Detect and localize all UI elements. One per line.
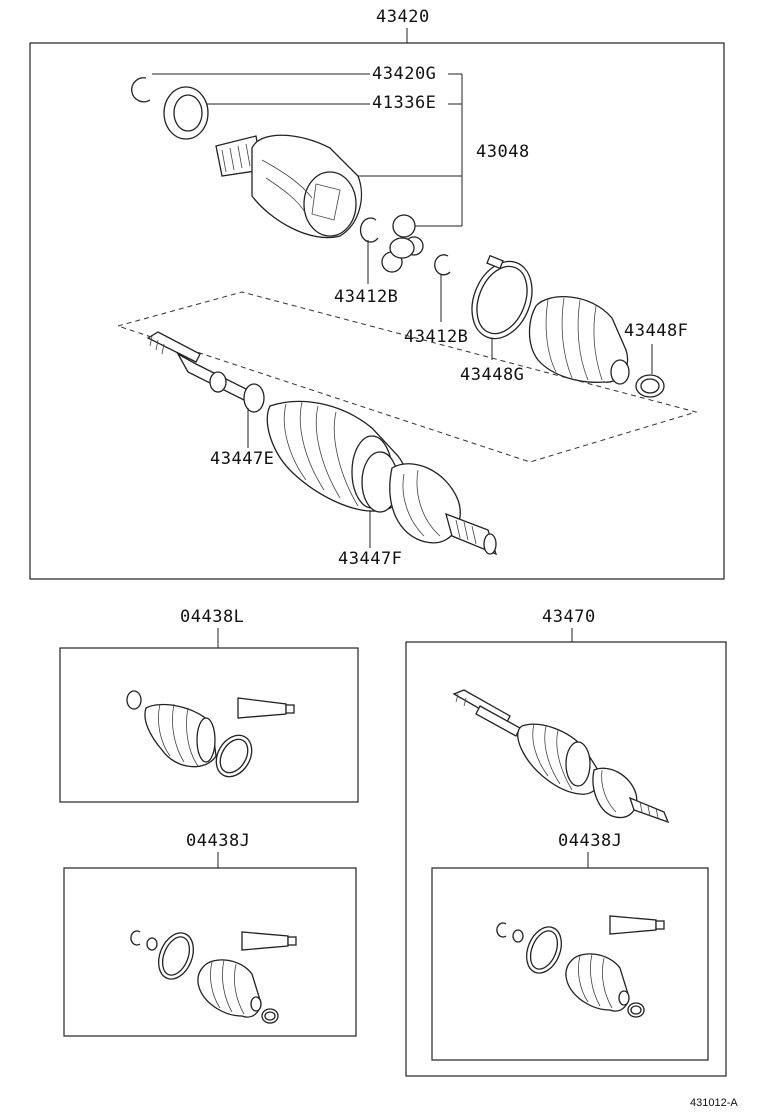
callout-41336e: 41336E bbox=[372, 93, 436, 113]
label-04438j-left: 04438J bbox=[186, 831, 250, 851]
label-04438j-right: 04438J bbox=[558, 831, 622, 851]
snap-ring-43412b-right[interactable] bbox=[434, 254, 451, 322]
callout-43412b-right: 43412B bbox=[404, 327, 468, 347]
callout-43420g: 43420G bbox=[372, 64, 436, 84]
callout-43412b-left: 43412B bbox=[334, 287, 398, 307]
kit-j-left-boot[interactable] bbox=[197, 959, 262, 1018]
kit-j-left-small-clamp[interactable] bbox=[261, 1008, 279, 1024]
kit-04438j-left-group: 04438J bbox=[63, 831, 357, 1037]
kit-j-left-snap-ring[interactable] bbox=[130, 930, 158, 951]
figure-code: 431012-A bbox=[690, 1097, 738, 1109]
callout-43448g: 43448G bbox=[460, 365, 524, 385]
label-43470: 43470 bbox=[542, 607, 596, 627]
outboard-boot[interactable] bbox=[266, 400, 408, 513]
kit-j-right-boot[interactable] bbox=[565, 953, 630, 1012]
snap-ring-43420g[interactable] bbox=[131, 73, 370, 103]
inboard-joint-housing[interactable] bbox=[215, 134, 362, 239]
shaft-assy-43470-frame bbox=[405, 641, 727, 1077]
snap-ring-43412b-left[interactable] bbox=[359, 217, 379, 284]
outboard-joint[interactable] bbox=[369, 463, 498, 556]
kit-j-left-clamp[interactable] bbox=[152, 928, 200, 984]
kit-j-left-grease-tube[interactable] bbox=[241, 931, 297, 951]
kit-j-right-small-clamp[interactable] bbox=[627, 1002, 645, 1018]
main-assembly-frame bbox=[29, 42, 725, 580]
seal-41336e[interactable] bbox=[163, 86, 370, 140]
shaft-assy-43470-group: 43470 bbox=[405, 607, 727, 1077]
kit-04438l-frame bbox=[59, 647, 359, 803]
callout-43447e: 43447E bbox=[210, 449, 274, 469]
kit-l-clamp[interactable] bbox=[209, 729, 259, 783]
kit-l-grease-tube[interactable] bbox=[237, 697, 295, 719]
kit-04438j-left-frame bbox=[63, 867, 357, 1037]
inboard-boot[interactable] bbox=[528, 296, 630, 385]
callout-43447f: 43447F bbox=[338, 549, 402, 569]
kit-04438j-right-group: 04438J bbox=[431, 831, 709, 1061]
kit-04438j-right-frame bbox=[431, 867, 709, 1061]
kit-j-right-snap-ring[interactable] bbox=[496, 922, 524, 943]
exploded-region-outline bbox=[116, 291, 698, 463]
kit-04438l-group: 04438L bbox=[59, 607, 359, 803]
kit-j-right-clamp[interactable] bbox=[520, 922, 568, 978]
main-assembly-group: 43420 bbox=[29, 7, 725, 580]
tripod-spider[interactable] bbox=[381, 214, 424, 273]
callout-bracket-43048 bbox=[352, 74, 463, 227]
boot-clamp-43448f[interactable] bbox=[635, 344, 665, 398]
kit-j-right-grease-tube[interactable] bbox=[609, 915, 665, 935]
kit-l-boot[interactable] bbox=[144, 703, 217, 768]
boot-clamp-43448g[interactable] bbox=[461, 252, 543, 360]
drive-shaft[interactable] bbox=[146, 331, 265, 448]
callout-43448f: 43448F bbox=[624, 321, 688, 341]
label-43420: 43420 bbox=[376, 7, 430, 27]
shaft-assy-43470-illustration[interactable] bbox=[452, 689, 670, 824]
kit-l-ring[interactable] bbox=[126, 690, 142, 710]
label-04438l: 04438L bbox=[180, 607, 244, 627]
callout-43048: 43048 bbox=[476, 142, 530, 162]
